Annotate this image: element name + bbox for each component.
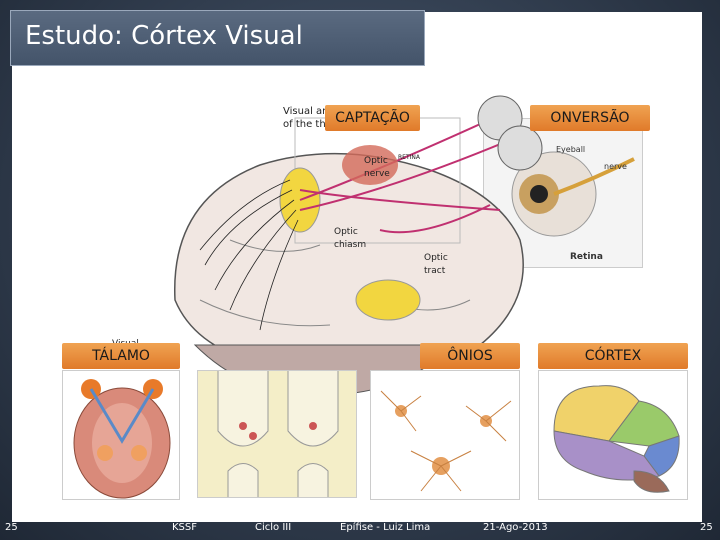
- visual-area-label-2: of the thalamus: [283, 119, 362, 130]
- cortex-brain-illustration: [553, 385, 680, 493]
- synapse-panel: [197, 370, 357, 498]
- optic-tract-label-2: tract: [424, 266, 446, 276]
- label-captacao: CAPTAÇÃO: [325, 105, 420, 131]
- nerve-fibers: [199, 179, 299, 331]
- thalamus-illustration: [73, 379, 171, 499]
- visual-area-label-1: Visual area: [283, 106, 338, 117]
- nerve-label: nerve: [604, 162, 627, 171]
- footer-date: 21-Ago-2013: [483, 522, 548, 533]
- eye-bottom: [497, 125, 543, 171]
- footer-author: Epífise - Luiz Lima: [340, 522, 431, 533]
- label-cortex: CÓRTEX: [538, 343, 688, 369]
- eye-illustration: Eyeball nerve Retina: [511, 145, 635, 262]
- thalamus-panel: [62, 370, 180, 500]
- footer-left-number: 25: [5, 522, 18, 533]
- eyeball-label: Eyeball: [556, 145, 585, 154]
- optic-chiasm-label-2: chiasm: [334, 240, 366, 250]
- footer-cycle: Ciclo III: [255, 522, 292, 533]
- neurons-illustration: [380, 390, 512, 492]
- optic-tract-label-1: Optic: [424, 253, 448, 263]
- retina-caption: RETINA: [398, 154, 421, 161]
- optic-chiasm-label-1: Optic: [334, 227, 358, 237]
- footer-right-number: 25: [700, 522, 713, 533]
- label-talamo: TÁLAMO: [62, 343, 180, 369]
- cortex-panel: [538, 370, 688, 500]
- optic-nerve-label-2: nerve: [364, 169, 390, 179]
- neurons-panel: [370, 370, 520, 500]
- slide-title: Estudo: Córtex Visual: [10, 10, 425, 66]
- footer-org: KSSF: [172, 522, 198, 533]
- label-neuronios: ÔNIOS: [420, 343, 520, 369]
- brain-outline: [174, 152, 524, 373]
- synapse-illustration: [217, 371, 339, 497]
- retina-label: Retina: [570, 252, 603, 262]
- visual-cortex-shape: [355, 279, 421, 321]
- label-conversao: ONVERSÃO: [530, 105, 650, 131]
- optic-nerve-label-1: Optic: [364, 156, 388, 166]
